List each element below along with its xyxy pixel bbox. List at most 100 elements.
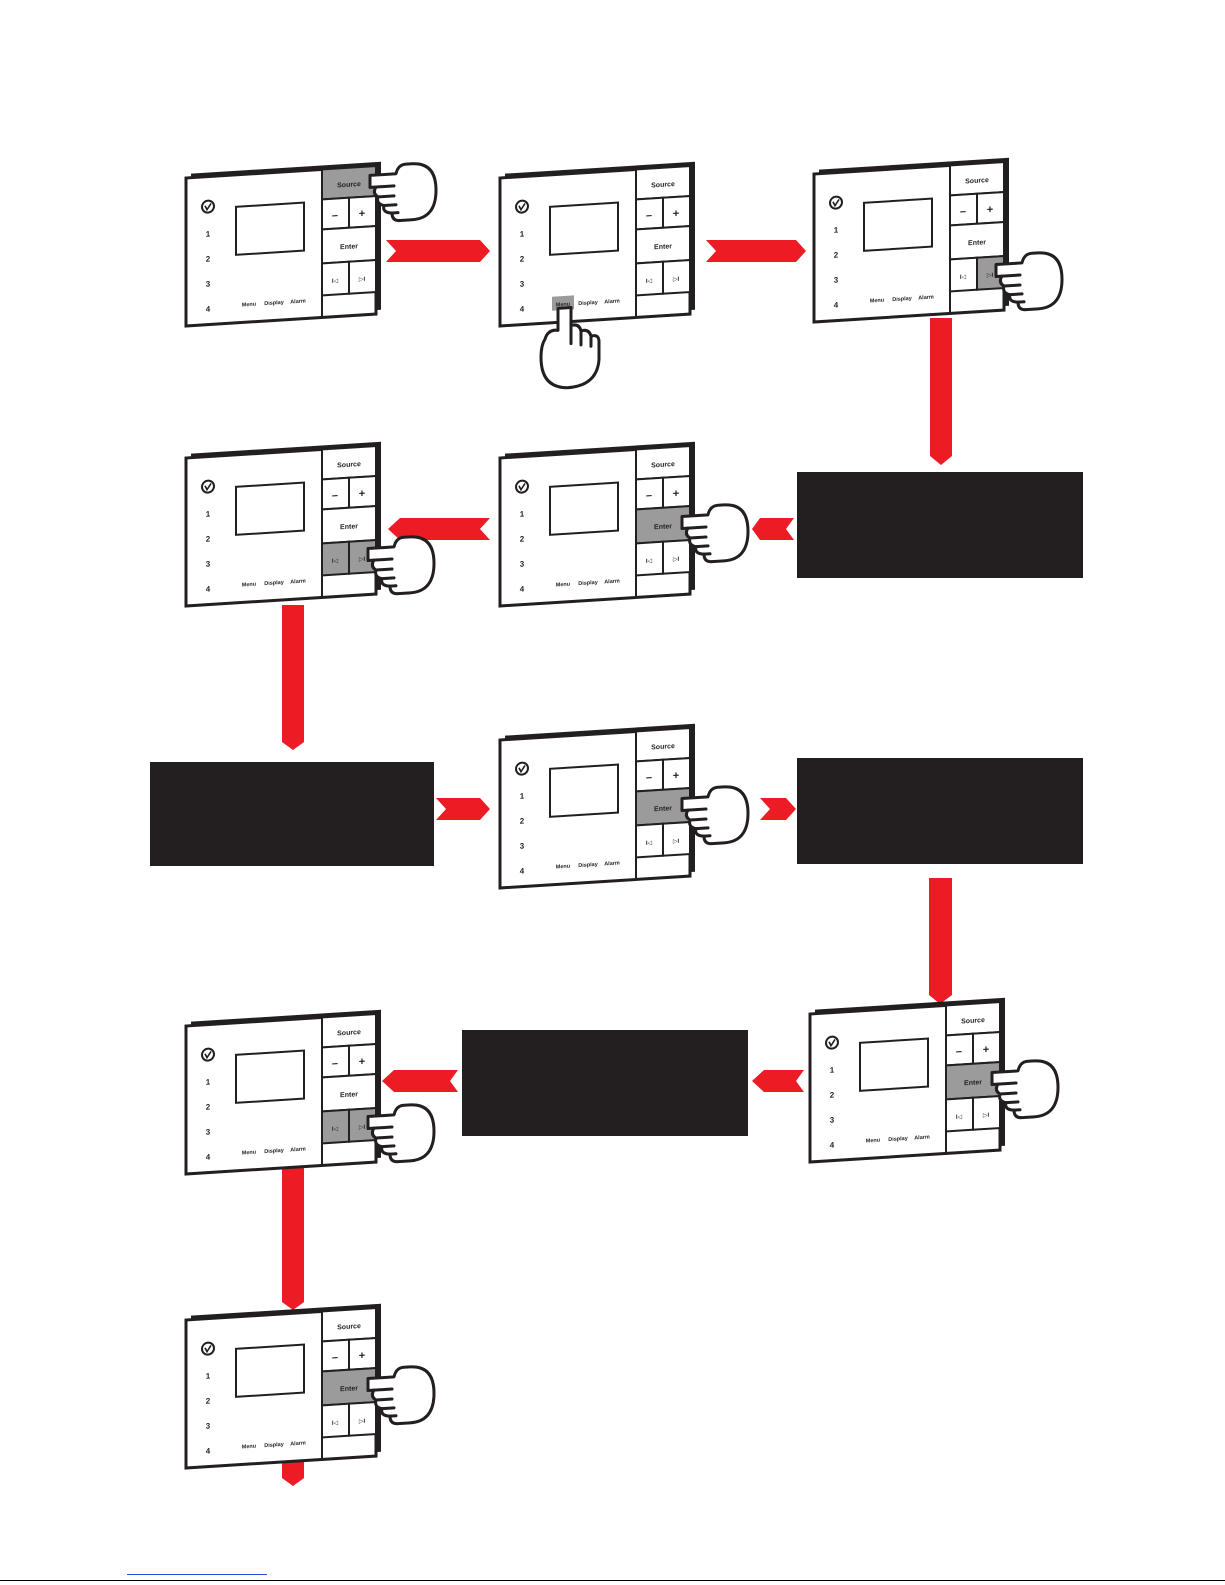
next-icon: ▷I bbox=[673, 277, 680, 283]
next-icon: ▷I bbox=[673, 557, 680, 563]
source-label: Source bbox=[961, 1017, 985, 1025]
menu-button: Menu bbox=[556, 302, 570, 309]
source-label: Source bbox=[337, 1029, 361, 1037]
preset-2: 2 bbox=[206, 254, 211, 263]
arrow-left bbox=[388, 518, 490, 540]
instruction-box bbox=[797, 472, 1083, 578]
preset-3: 3 bbox=[520, 559, 525, 568]
arrow-right bbox=[706, 240, 806, 262]
next-icon: ▷I bbox=[673, 839, 680, 845]
display-button: Display bbox=[892, 296, 912, 303]
source-label: Source bbox=[337, 181, 361, 189]
preset-4: 4 bbox=[834, 300, 839, 309]
preset-3: 3 bbox=[520, 279, 525, 288]
preset-1: 1 bbox=[834, 225, 839, 234]
display-screen bbox=[235, 1343, 305, 1398]
display-button: Display bbox=[264, 1442, 284, 1449]
previous-icon: I◁ bbox=[646, 840, 653, 846]
display-button: Display bbox=[578, 300, 598, 307]
preset-2: 2 bbox=[520, 534, 525, 543]
plus-label: + bbox=[359, 1350, 365, 1362]
preset-1: 1 bbox=[206, 1371, 211, 1380]
display-screen bbox=[859, 1037, 929, 1092]
preset-1: 1 bbox=[830, 1065, 835, 1074]
arrow-right bbox=[760, 798, 796, 820]
preset-4: 4 bbox=[206, 584, 211, 593]
minus-label: – bbox=[332, 209, 338, 221]
previous-icon: I◁ bbox=[332, 278, 339, 284]
enter-label: Enter bbox=[340, 1091, 358, 1099]
preset-4: 4 bbox=[206, 304, 211, 313]
preset-3: 3 bbox=[206, 1421, 211, 1430]
display-screen bbox=[235, 1049, 305, 1104]
alarm-button: Alarm bbox=[290, 1146, 306, 1153]
preset-1: 1 bbox=[206, 229, 211, 238]
minus-label: – bbox=[646, 771, 652, 783]
next-icon: ▷I bbox=[359, 557, 366, 563]
menu-button: Menu bbox=[556, 582, 570, 589]
source-label: Source bbox=[337, 1323, 361, 1331]
preset-4: 4 bbox=[520, 304, 525, 313]
enter-label: Enter bbox=[654, 243, 672, 251]
display-screen bbox=[235, 481, 305, 536]
next-button[interactable] bbox=[662, 820, 691, 857]
next-button[interactable] bbox=[348, 1400, 377, 1437]
preset-2: 2 bbox=[834, 250, 839, 259]
menu-button: Menu bbox=[242, 582, 256, 589]
minus-label: – bbox=[960, 205, 966, 217]
minus-label: – bbox=[646, 209, 652, 221]
preset-4: 4 bbox=[206, 1152, 211, 1161]
preset-4: 4 bbox=[206, 1446, 211, 1455]
enter-label: Enter bbox=[340, 523, 358, 531]
next-button[interactable] bbox=[348, 258, 377, 295]
next-icon: ▷I bbox=[359, 1419, 366, 1425]
plus-label: + bbox=[359, 208, 365, 220]
arrow-down bbox=[282, 605, 304, 750]
preset-4: 4 bbox=[830, 1140, 835, 1149]
preset-1: 1 bbox=[520, 229, 525, 238]
next-icon: ▷I bbox=[987, 273, 994, 279]
next-button[interactable] bbox=[972, 1094, 1001, 1131]
arrow-down bbox=[929, 878, 952, 1004]
preset-2: 2 bbox=[520, 254, 525, 263]
preset-3: 3 bbox=[834, 275, 839, 284]
preset-2: 2 bbox=[206, 1102, 211, 1111]
source-label: Source bbox=[651, 461, 675, 469]
preset-4: 4 bbox=[520, 866, 525, 875]
alarm-button: Alarm bbox=[604, 298, 620, 305]
instruction-box bbox=[150, 762, 434, 866]
arrow-right bbox=[386, 240, 490, 262]
alarm-button: Alarm bbox=[604, 578, 620, 585]
next-button[interactable] bbox=[662, 258, 691, 295]
previous-icon: I◁ bbox=[332, 1126, 339, 1132]
alarm-button: Alarm bbox=[918, 294, 934, 301]
preset-2: 2 bbox=[206, 534, 211, 543]
plus-label: + bbox=[359, 1056, 365, 1068]
arrow-down bbox=[282, 1168, 304, 1310]
arrow-down bbox=[282, 1462, 304, 1486]
preset-2: 2 bbox=[206, 1396, 211, 1405]
preset-4: 4 bbox=[520, 584, 525, 593]
next-button[interactable] bbox=[662, 538, 691, 575]
minus-label: – bbox=[332, 489, 338, 501]
enter-label: Enter bbox=[964, 1079, 982, 1087]
next-icon: ▷I bbox=[359, 1125, 366, 1131]
display-screen bbox=[863, 197, 933, 252]
preset-1: 1 bbox=[520, 791, 525, 800]
arrow-left bbox=[752, 518, 794, 540]
menu-button: Menu bbox=[870, 298, 884, 305]
source-label: Source bbox=[651, 181, 675, 189]
plus-label: + bbox=[673, 208, 679, 220]
plus-label: + bbox=[359, 488, 365, 500]
previous-icon: I◁ bbox=[646, 278, 653, 284]
alarm-button: Alarm bbox=[604, 860, 620, 867]
plus-label: + bbox=[987, 204, 993, 216]
